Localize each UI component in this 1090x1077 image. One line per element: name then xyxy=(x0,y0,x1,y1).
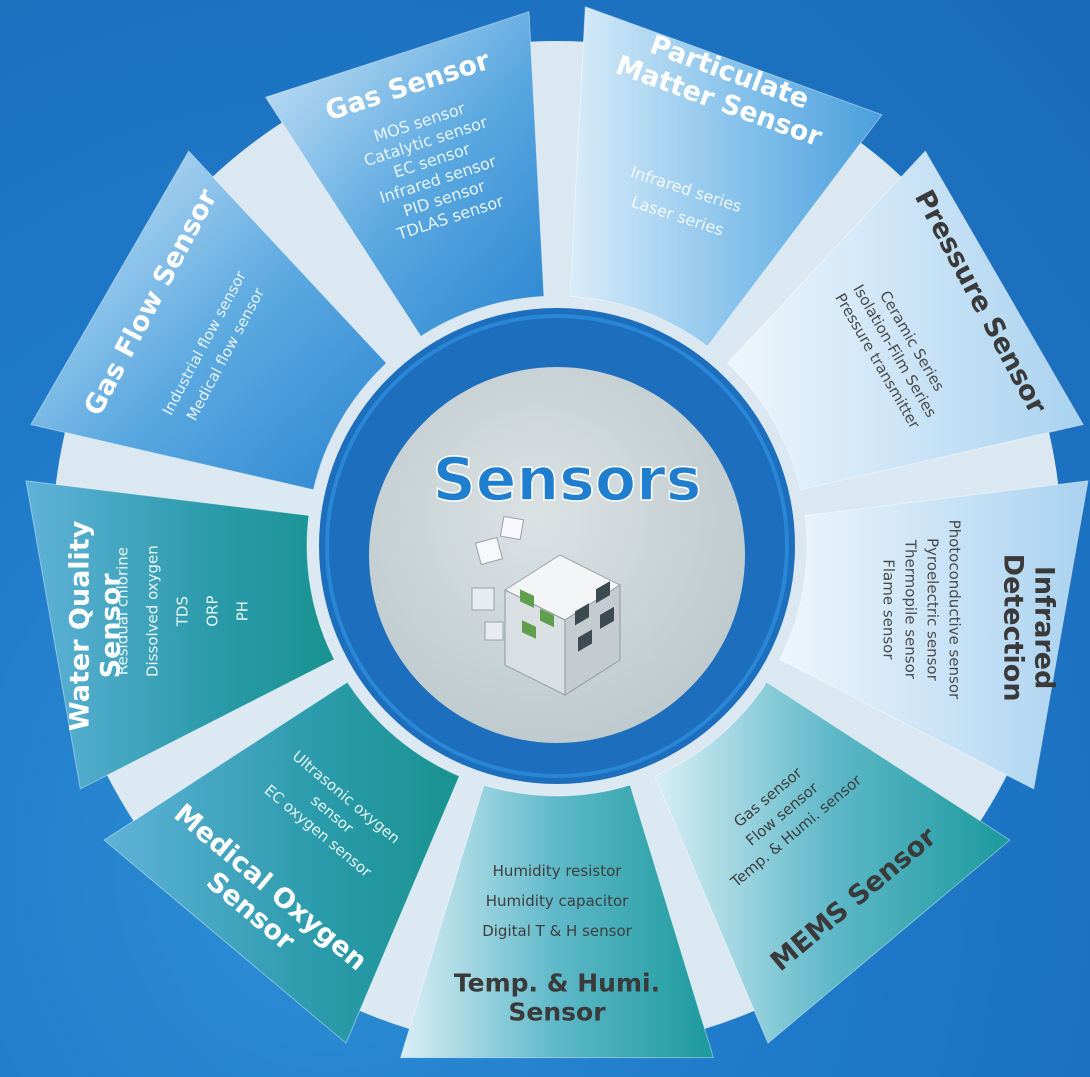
segment-title-line: Detection xyxy=(997,554,1028,702)
segment-item: PH xyxy=(234,601,252,621)
segment-item: ORP xyxy=(204,595,222,626)
segment-title-water: Water QualitySensor xyxy=(64,520,126,731)
segment-item: Humidity capacitor xyxy=(486,892,629,910)
segment-wedge-water xyxy=(25,480,335,790)
segment-items-water: Residual chlorine Dissolved oxygen TDS ORP P… xyxy=(114,545,252,677)
segment-title-temp: Temp. & Humi.Sensor xyxy=(454,969,660,1027)
center-title: Sensors xyxy=(433,445,702,515)
segment-wedge-gasflow xyxy=(30,150,388,491)
segment-wedge-infrared xyxy=(779,480,1089,790)
segment-wedge-temp xyxy=(399,784,715,1059)
inner-ring-highlight xyxy=(325,314,789,778)
segment-wedge-gas xyxy=(264,11,545,338)
segment-items-infrared: Photoconductive sensorPyroelectric senso… xyxy=(879,520,963,700)
segment-item: Thermopile sensor xyxy=(901,539,919,680)
segment-item: Dissolved oxygen xyxy=(144,545,162,677)
segment-item: Digital T & H sensor xyxy=(482,922,632,940)
segment-wedge-medical xyxy=(103,681,460,1044)
segment-title-line: Sensor xyxy=(95,573,126,679)
segment-title-infrared: InfraredDetection xyxy=(997,554,1059,702)
segment-item: Photoconductive sensor xyxy=(945,520,963,700)
sensor-cube-icon xyxy=(471,515,622,696)
segment-item: TDS xyxy=(174,596,192,627)
segment-item: Residual chlorine xyxy=(114,547,132,675)
segment-title-line: Temp. & Humi. xyxy=(454,969,660,998)
segment-wedge-particulate xyxy=(569,6,883,348)
center-disc xyxy=(369,367,745,743)
segment-wedge-pressure xyxy=(726,150,1084,491)
segment-item: Pyroelectric sensor xyxy=(923,538,941,682)
segment-infrared: InfraredDetection Photoconductive sensorP… xyxy=(779,480,1089,790)
segment-item: Humidity resistor xyxy=(493,862,623,880)
segment-title-line: Infrared xyxy=(1028,566,1059,690)
segment-title-line: Water Quality xyxy=(64,520,95,731)
segment-wedge-mems xyxy=(654,681,1011,1044)
segment-title-line: Sensor xyxy=(508,998,606,1027)
segment-item: Flame sensor xyxy=(879,559,897,660)
